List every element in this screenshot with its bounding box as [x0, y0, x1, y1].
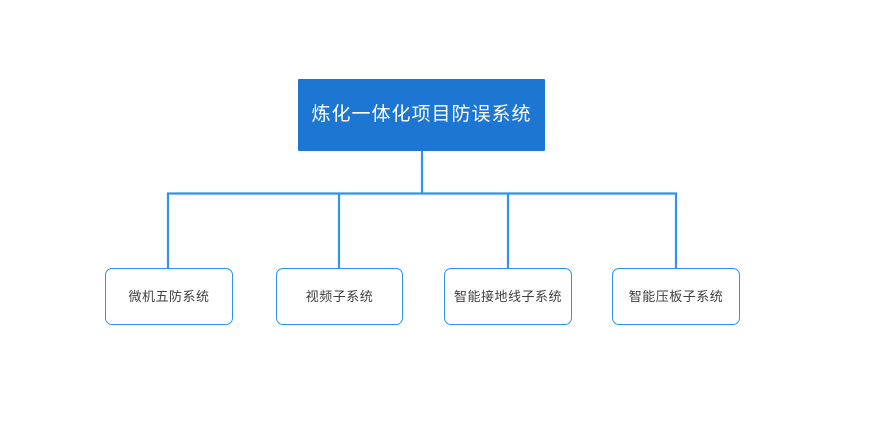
- node-child-label: 微机五防系统: [128, 288, 210, 304]
- node-child-label: 智能压板子系统: [628, 288, 724, 304]
- node-child-shipin[interactable]: 视频子系统: [276, 268, 403, 325]
- node-child-label: 视频子系统: [305, 288, 374, 304]
- node-child-label: 智能接地线子系统: [453, 288, 562, 304]
- node-child-zhineng-jiediyxian[interactable]: 智能接地线子系统: [444, 268, 572, 325]
- node-root-label: 炼化一体化项目防误系统: [311, 103, 532, 125]
- node-child-zhineng-yaban[interactable]: 智能压板子系统: [612, 268, 740, 325]
- node-root[interactable]: 炼化一体化项目防误系统: [298, 79, 545, 151]
- node-child-weiji-wufang[interactable]: 微机五防系统: [105, 268, 233, 325]
